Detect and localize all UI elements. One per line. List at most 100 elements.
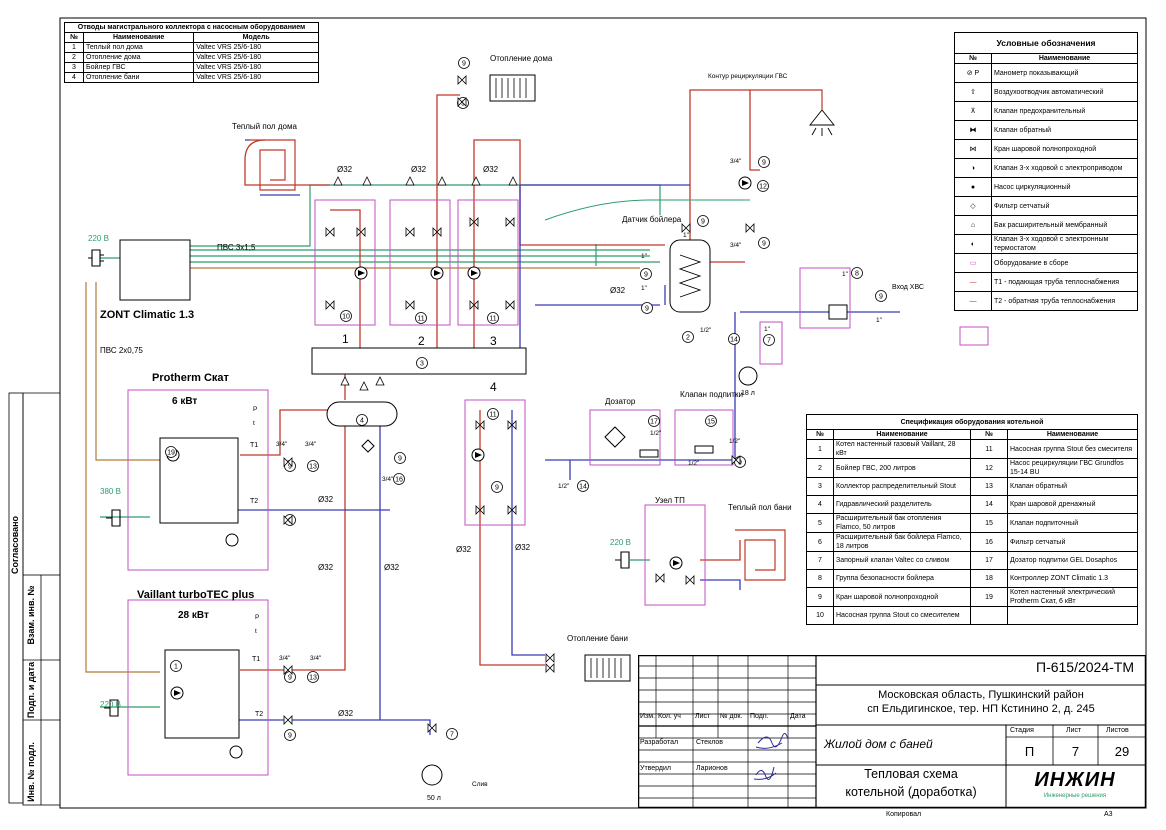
diagram-label: ПВС 2х0,75 [100,346,143,355]
pump-icon [471,448,485,462]
ball-valve-icon [283,715,293,725]
marker-text: 9 [288,464,292,471]
marker-9: 9 [758,156,770,168]
cell: 2 [64,52,84,63]
diagram-label: 3/4" [276,441,288,448]
cell: Запорный клапан Valtec со сливом [833,551,971,570]
marker-15: 15 [705,415,717,427]
ball-valve-icon [325,300,335,310]
sheet-title-1: Тепловая схема [864,767,958,781]
marker-9: 9 [458,57,470,69]
legend-text: Бак расширительный мембранный [991,215,1138,235]
diagram-label: Ø32 [338,709,354,718]
ball-valve-icon [469,300,479,310]
check-valve-icon: ⧓ [954,120,992,140]
diagram-label: 1" [764,326,771,333]
legend-header-name: Наименование [991,53,1138,64]
ball-valve-icon [475,420,485,430]
cell: Кран шаровой полнопроходной [833,587,971,607]
doc-code: П-615/2024-ТМ [1036,659,1134,675]
diagram-label: 3/4" [730,242,742,249]
legend-text: Насос циркуляционный [991,177,1138,197]
diagram-label: Ø32 [483,165,499,174]
diagram-label: 1/2" [650,430,662,437]
diagram-label: Датчик бойлера [622,215,682,224]
marker-text: 9 [644,272,648,279]
diagram-label: 28 кВт [178,610,209,621]
ball-valve-icon [731,455,741,465]
legend-row: ●Насос циркуляционный [954,177,1138,197]
cell: Гидравлический разделитель [833,495,971,514]
approved-label: Утвердил [640,765,671,772]
pump-icon [430,266,444,280]
air-vent-icon [362,176,372,186]
expansion-tank-icon: ⌂ [954,215,992,235]
ball-valve-icon [325,227,335,237]
marker-text: 9 [495,485,499,492]
outlets-header-num: № [64,32,84,43]
sheet-value: 7 [1071,744,1080,759]
marker-text: 8 [855,271,859,278]
diagram-label: 1" [641,285,648,292]
address-line-1: Московская область, Пушкинский район [878,689,1084,701]
diagram-label: 2 [418,334,425,348]
air-vent-icon [340,376,350,386]
marker-19: 19 [165,446,177,458]
diagram-label: 18 л [741,390,755,397]
ball-valve-icon [655,573,665,583]
diagram-label: 1/2" [729,438,741,445]
marker-text: 9 [762,241,766,248]
spec-header: № [970,429,1008,440]
pump-icon [354,266,368,280]
ball-valve-icon [469,217,479,227]
diagram-label: Вход ХВС [892,284,924,291]
air-vent-icon [375,376,385,386]
marker-14: 14 [728,333,740,345]
stamp-row-labels: Изм. Кол. уч Лист № док. Подп. Дата [640,713,816,720]
marker-text: 9 [762,160,766,167]
spec-header: № [806,429,834,440]
marker-1: 1 [170,660,182,672]
cell: 1 [64,42,84,53]
marker-text: 7 [767,338,771,345]
cell: 2 [806,458,834,478]
sheet-frame [59,17,1147,809]
diagram-label: 220 В [100,700,121,709]
sheets-label: Листов [1106,727,1129,734]
marker-16: 16 [393,473,405,485]
cell: 16 [970,532,1008,552]
cell: Отопление бани [82,72,195,83]
legend-header-num: № [954,53,992,64]
marker-7: 7 [446,728,458,740]
marker-text: 11 [489,412,496,419]
marker-text: 17 [650,419,658,426]
copied-label: Копировал [886,811,922,818]
circulation-pump-icon: ● [954,177,992,197]
diagram-label: 380 В [100,487,121,496]
marker-text: 13 [309,675,317,682]
stamp-label: Изм. [640,713,655,720]
marker-text: 11 [489,316,496,323]
stamp-label: Кол. уч [658,713,681,720]
spec-header: Наименование [833,429,971,440]
marker-text: 2 [686,335,690,342]
marker-text: 11 [417,316,424,323]
diagram-label: Теплый пол бани [728,503,792,512]
ball-valve-icon [283,515,293,525]
marker-text: 10 [342,314,350,321]
tank-18 [738,366,758,386]
legend-text: Кран шаровой полнопроходной [991,139,1138,159]
diagram-label: t [253,420,255,427]
cell: Группа безопасности бойлера [833,569,971,588]
diagram-label: Vaillant turboTEC plus [137,589,254,601]
ball-valve-icon [545,653,555,663]
marker-9: 9 [758,237,770,249]
